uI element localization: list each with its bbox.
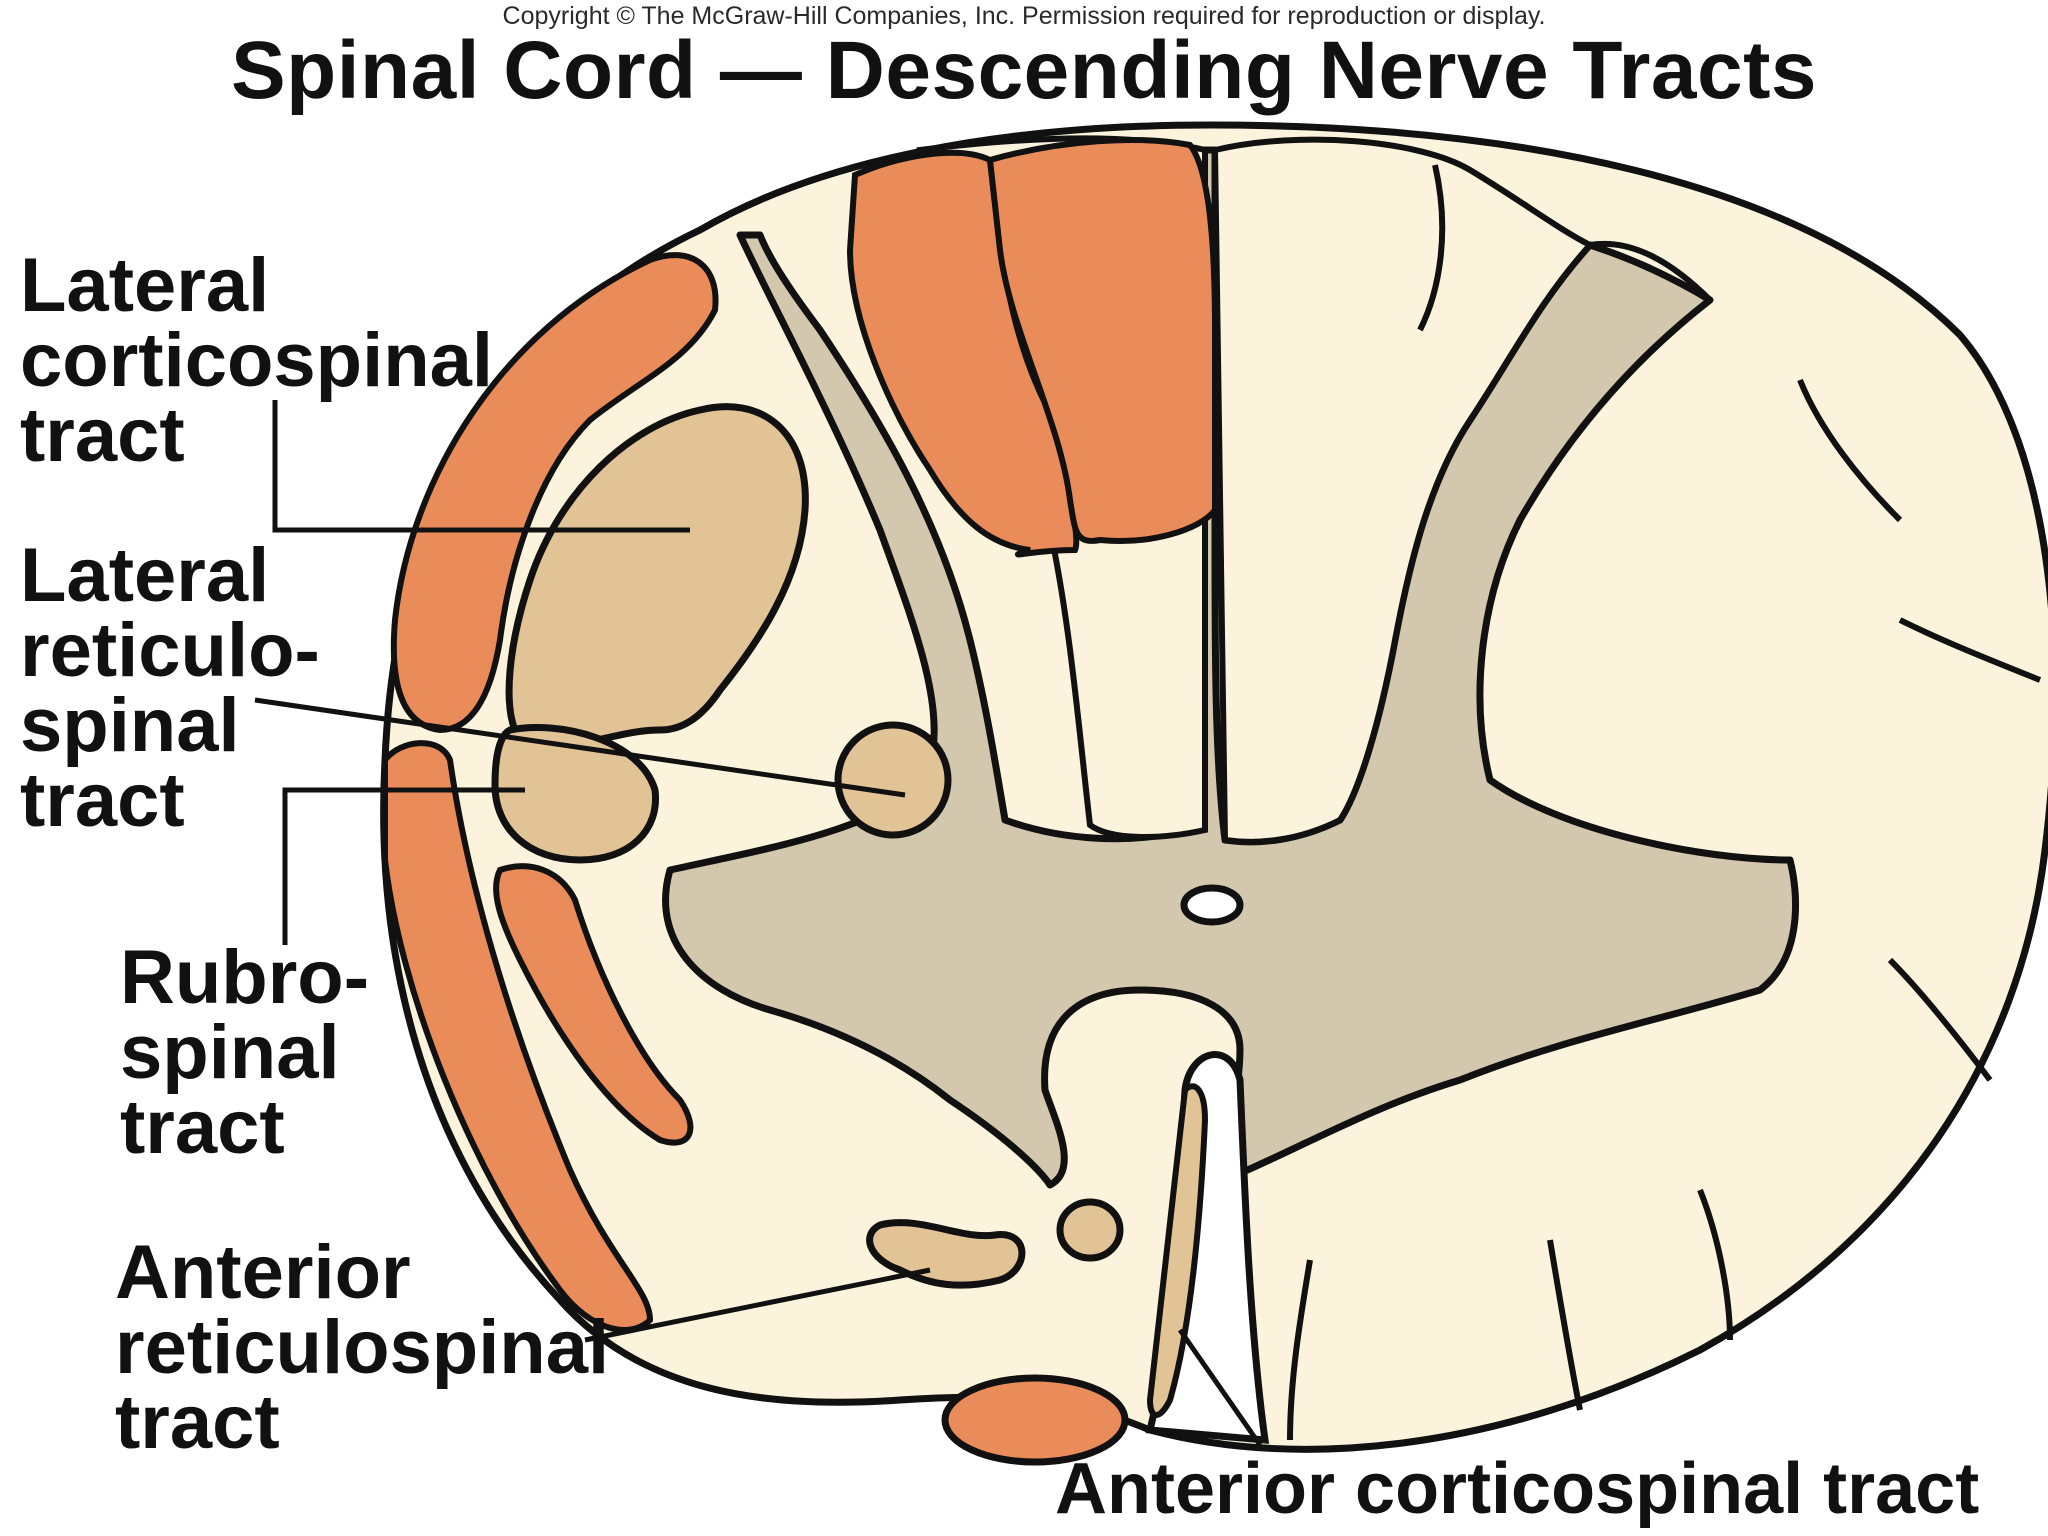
label-line: tract: [120, 1085, 285, 1170]
leader-anterior-corticospinal: [1177, 1328, 1263, 1447]
leader-anterior-reticulospinal: [584, 1267, 931, 1343]
label-line: spinal: [120, 1010, 340, 1095]
white-matter-segment-lines: [1287, 164, 2042, 1441]
label-line: corticospinal: [20, 318, 493, 403]
label-line: tract: [20, 758, 185, 843]
label-lateral-corticospinal: Lateral corticospinal tract: [20, 243, 493, 478]
lateral-reticulospinal-tract-region: [834, 721, 952, 839]
label-line: Rubro-: [120, 935, 370, 1020]
leader-lateral-reticulospinal: [254, 697, 906, 798]
leader-lines: [254, 400, 1263, 1447]
label-line: tract: [115, 1380, 280, 1465]
lateral-orange-band-lower: [382, 740, 654, 1333]
dorsal-funiculus-right: [1211, 136, 1595, 845]
anterior-tract-small-oval: [1056, 1198, 1124, 1262]
lateral-corticospinal-tract-region: [505, 403, 809, 751]
rubrospinal-tract-region: [491, 724, 660, 864]
label-line: reticulo-: [20, 608, 320, 693]
leader-lateral-corticospinal: [272, 400, 690, 533]
label-line: Anterior: [115, 1230, 411, 1315]
label-anterior-corticospinal: Anterior corticospinal tract: [1055, 1449, 1980, 1529]
label-lateral-reticulospinal: Lateral reticulo- spinal tract: [20, 533, 320, 843]
central-canal: [1180, 884, 1244, 926]
label-line: spinal: [20, 683, 240, 768]
label-anterior-reticulospinal: Anterior reticulospinal tract: [115, 1230, 610, 1465]
label-rubrospinal: Rubro- spinal tract: [120, 935, 370, 1170]
leader-rubrospinal: [282, 787, 525, 945]
anterior-corticospinal-tract-region: [1146, 1083, 1209, 1418]
copyright-notice: Copyright © The McGraw-Hill Companies, I…: [502, 2, 1546, 30]
lateral-orange-band-mid: [493, 863, 694, 1146]
page-title: Spinal Cord — Descending Nerve Tracts: [230, 25, 1818, 116]
label-line: Lateral: [20, 243, 270, 328]
label-line: tract: [20, 393, 185, 478]
label-line: Lateral: [20, 533, 270, 618]
anterior-orange-tract: [941, 1374, 1129, 1466]
label-line: reticulospinal: [115, 1305, 610, 1390]
dorsal-column-tract-b: [986, 137, 1218, 544]
anterior-reticulospinal-tract-region: [866, 1219, 1026, 1289]
lateral-orange-band: [390, 252, 719, 734]
